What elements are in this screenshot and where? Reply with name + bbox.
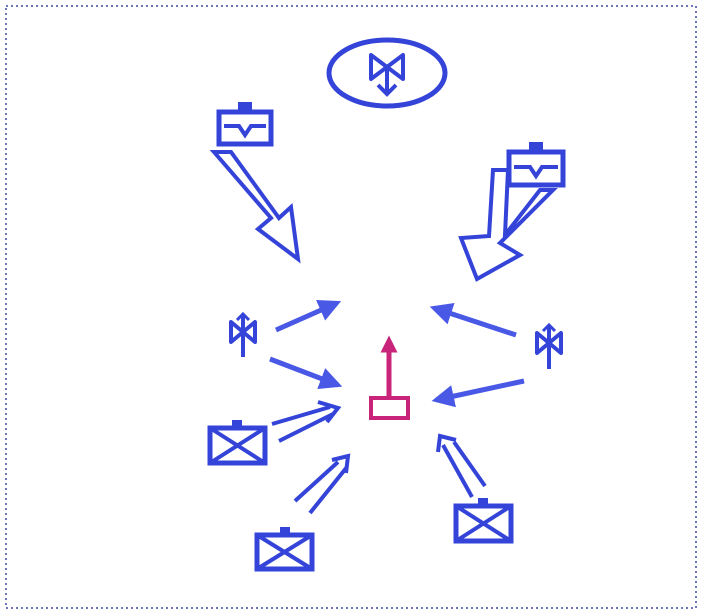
armored-unit-icon <box>506 142 566 188</box>
infantry-unit-icon <box>207 420 268 466</box>
air-defense-icon <box>535 322 563 369</box>
armored-unit-icon <box>216 102 274 147</box>
main-attack-arrow-right <box>458 168 558 282</box>
objective-flag-icon <box>369 335 410 420</box>
infantry-unit-icon <box>254 527 315 572</box>
infantry-unit-icon <box>453 498 514 544</box>
fire-arrow <box>431 378 525 408</box>
supporting-arrow <box>271 400 342 443</box>
main-attack-arrow-left <box>209 150 301 264</box>
supporting-arrow <box>436 433 487 498</box>
fire-arrow <box>274 299 342 333</box>
rotary-wing-aviation-icon <box>326 37 448 109</box>
air-defense-icon <box>229 311 257 357</box>
fire-arrow <box>429 302 517 338</box>
supporting-arrow <box>293 453 351 515</box>
fire-arrow <box>269 356 343 390</box>
